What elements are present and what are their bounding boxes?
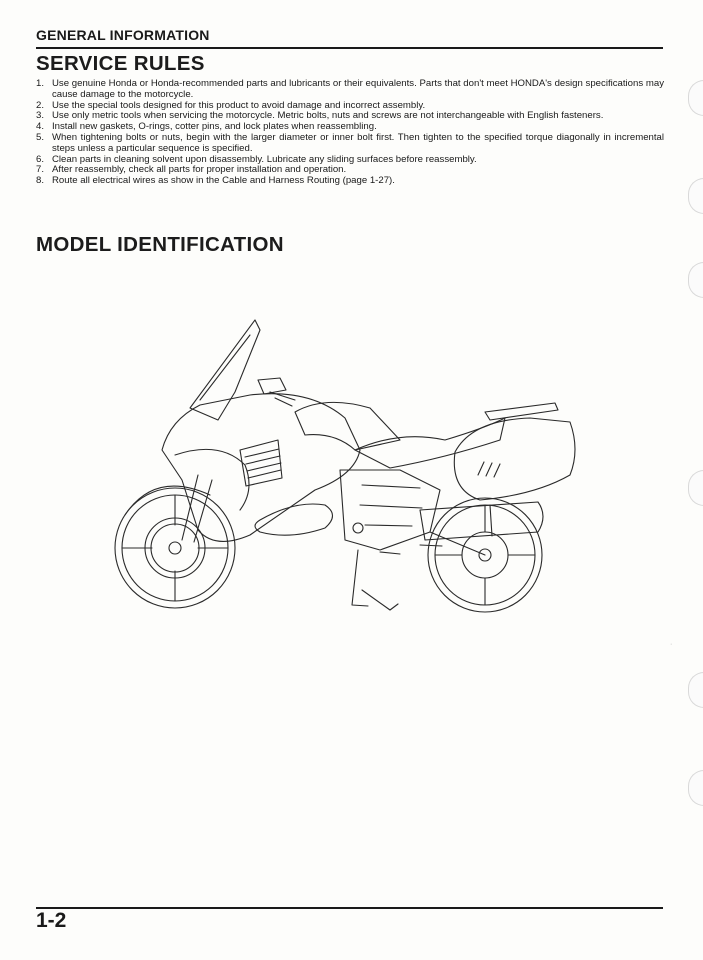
list-item: 7.After reassembly, check all parts for … bbox=[36, 164, 347, 176]
list-item: 6.Clean parts in cleaning solvent upon d… bbox=[36, 153, 477, 165]
service-rules-title: SERVICE RULES bbox=[36, 52, 205, 75]
motorcycle-illustration bbox=[114, 319, 576, 613]
binder-tab bbox=[688, 672, 703, 708]
binder-tab bbox=[688, 770, 703, 806]
service-rules-list: 1.Use genuine Honda or Honda-recommended… bbox=[36, 78, 664, 187]
list-item: 8.Route all electrical wires as show in … bbox=[36, 175, 395, 187]
list-item: 3.Use only metric tools when servicing t… bbox=[36, 110, 604, 122]
binder-tab bbox=[688, 262, 703, 298]
footer-divider bbox=[36, 907, 663, 909]
scan-speck: · bbox=[670, 641, 673, 648]
page-number: 1-2 bbox=[36, 909, 67, 932]
binder-tab bbox=[688, 470, 703, 506]
header-divider bbox=[36, 47, 663, 49]
list-item: 4.Install new gaskets, O-rings, cotter p… bbox=[36, 121, 377, 133]
list-item: 5.When tightening bolts or nuts, begin w… bbox=[36, 131, 664, 154]
list-item: 2.Use the special tools designed for thi… bbox=[36, 99, 426, 111]
list-item: 1.Use genuine Honda or Honda-recommended… bbox=[36, 78, 664, 100]
binder-tab bbox=[688, 80, 703, 116]
model-identification-title: MODEL IDENTIFICATION bbox=[36, 233, 284, 256]
binder-tab bbox=[688, 178, 703, 214]
section-header: GENERAL INFORMATION bbox=[36, 27, 210, 43]
